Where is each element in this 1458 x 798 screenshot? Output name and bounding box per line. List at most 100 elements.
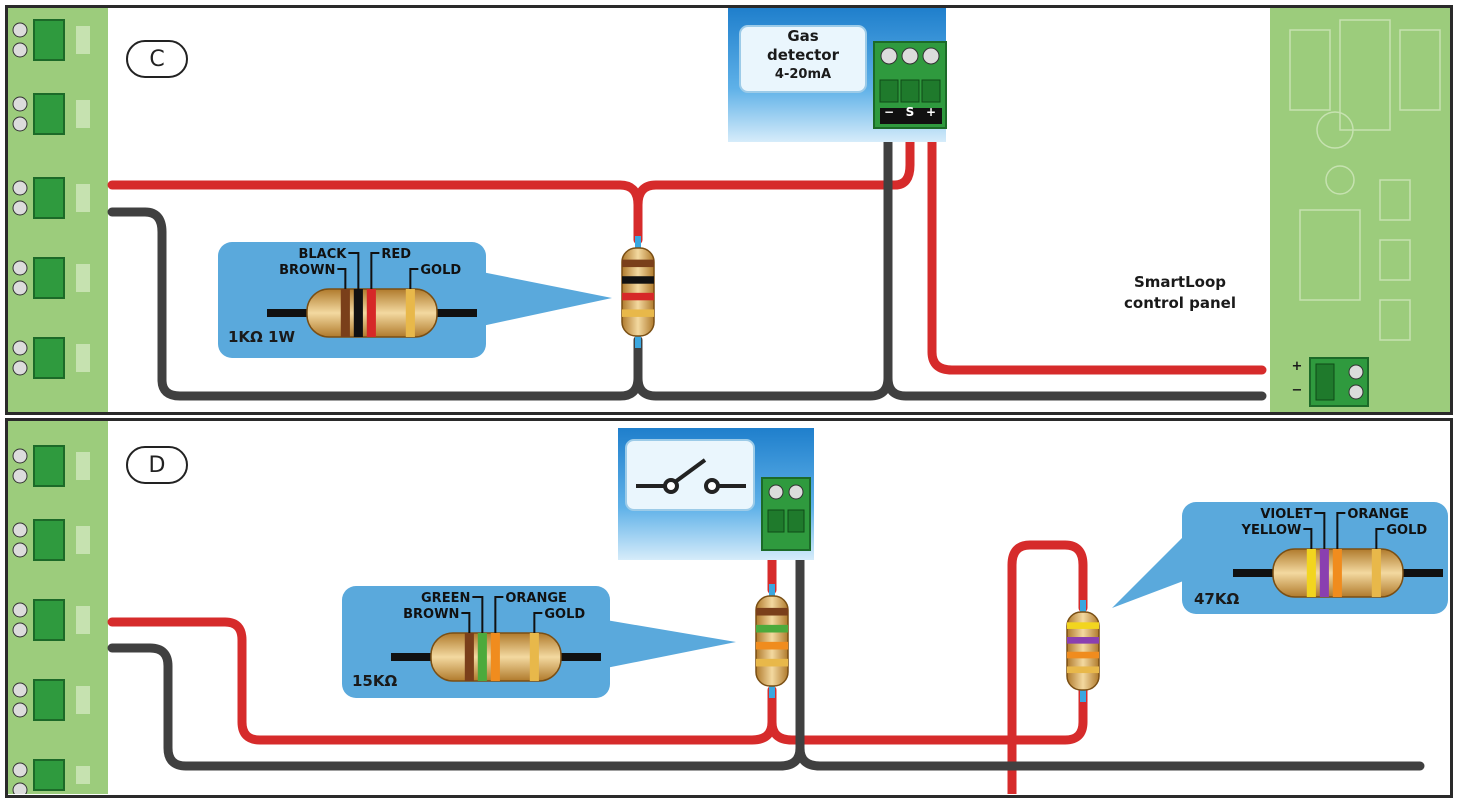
resistor-band (622, 259, 654, 268)
resistor-d-right-value: 47KΩ (1194, 590, 1240, 608)
gas-detector (728, 8, 947, 142)
terminal-label-plate (76, 452, 90, 480)
band-label: GREEN (421, 591, 470, 606)
resistor-band (1306, 549, 1316, 597)
band-label: GOLD (544, 607, 585, 622)
controller-terminal (33, 257, 65, 299)
controller-terminal (33, 93, 65, 135)
terminal-screw-icon (12, 116, 28, 132)
resistor-band (1067, 637, 1099, 644)
resistor-band (622, 276, 654, 284)
resistor-band (477, 633, 487, 681)
smartloop-board-traces (1289, 19, 1441, 341)
terminal-screw-icon (12, 280, 28, 296)
smartloop-line2: control panel (1124, 294, 1236, 312)
controller-terminal (33, 19, 65, 61)
terminal-screw-icon (12, 702, 28, 718)
terminal-screw-icon (12, 260, 28, 276)
band-label: BROWN (403, 607, 459, 622)
band-leader (494, 596, 504, 633)
resistor-c (621, 236, 655, 348)
resistor-band (1067, 622, 1099, 629)
callout-resistor-d-right (1233, 548, 1443, 598)
terminal-screw-icon (12, 180, 28, 196)
resistor-band (1067, 666, 1099, 674)
gas-detector-label: Gas detector 4-20mA (740, 27, 866, 84)
resistor-band (756, 641, 788, 650)
terminal-screw-icon (12, 762, 28, 778)
section-badge-c: C (126, 40, 188, 78)
gas-detector-line1: Gas (787, 27, 819, 45)
smartloop-minus: − (1291, 383, 1303, 398)
terminal-label-plate (76, 526, 90, 554)
band-label: ORANGE (505, 591, 567, 606)
resistor-band (529, 633, 539, 681)
terminal-screw-icon (12, 22, 28, 38)
terminal-label-plate (76, 344, 90, 372)
smartloop-plus: + (1291, 359, 1303, 374)
terminal-screw-icon (12, 622, 28, 638)
controller-terminal (33, 177, 65, 219)
resistor-d-left-value: 15KΩ (352, 672, 398, 690)
section-d-wires (107, 540, 1425, 794)
resistor-c-value: 1KΩ 1W (228, 328, 296, 346)
band-leader (1314, 512, 1326, 549)
section-c-wires (107, 123, 1267, 401)
resistor-band (756, 658, 788, 667)
terminal-label-plate (76, 766, 90, 784)
band-labels: BLACKBROWNREDGOLDGREENBROWNORANGEGOLDVIO… (279, 247, 1427, 622)
terminal-label-plate (76, 686, 90, 714)
band-label: YELLOW (1241, 523, 1302, 538)
term-plus: + (925, 105, 937, 119)
gas-detector-line2: detector (766, 46, 840, 64)
band-label: GOLD (420, 263, 461, 278)
resistor-band (405, 289, 415, 337)
terminal-label-plate (76, 100, 90, 128)
terminal-screw-icon (12, 522, 28, 538)
controller-terminal (33, 759, 65, 791)
callout-resistor-c (267, 288, 477, 338)
band-label: BROWN (279, 263, 335, 278)
term-s: S (905, 105, 915, 119)
band-leader (370, 252, 380, 289)
switch-device (618, 428, 814, 560)
terminal-screw-icon (12, 96, 28, 112)
terminal-screw-icon (12, 42, 28, 58)
terminal-label-plate (76, 264, 90, 292)
resistor-band (756, 624, 788, 633)
controller-terminal (33, 599, 65, 641)
band-label: RED (381, 247, 411, 262)
band-leader (409, 268, 419, 289)
band-leader (337, 268, 347, 289)
controller-terminal (33, 445, 65, 487)
band-label: GOLD (1386, 523, 1427, 538)
terminal-screw-icon (12, 602, 28, 618)
band-label: VIOLET (1260, 507, 1312, 522)
resistor-band (622, 309, 654, 317)
band-leader (1336, 512, 1346, 549)
controller-terminal (33, 679, 65, 721)
resistor-band (1371, 549, 1381, 597)
band-leader (461, 612, 471, 633)
callout-resistor-d-left (391, 632, 601, 682)
band-leader (533, 612, 543, 633)
terminal-screw-icon (12, 340, 28, 356)
gas-detector-line3: 4-20mA (774, 67, 832, 82)
terminal-screw-icon (12, 682, 28, 698)
smartloop-line1: SmartLoop (1133, 273, 1227, 291)
resistor-band (464, 633, 474, 681)
band-leaders (337, 252, 1385, 633)
resistor-band (1332, 549, 1342, 597)
controller-terminals (12, 19, 90, 794)
smartloop-terminal-block (1309, 357, 1369, 407)
band-label: BLACK (298, 247, 347, 262)
terminal-screw-icon (12, 200, 28, 216)
controller-terminal (33, 337, 65, 379)
band-label: ORANGE (1347, 507, 1409, 522)
term-minus: − (883, 105, 895, 119)
resistors (267, 236, 1443, 702)
terminal-label-plate (76, 26, 90, 54)
terminal-screw-icon (12, 782, 28, 794)
resistor-band (366, 289, 376, 337)
